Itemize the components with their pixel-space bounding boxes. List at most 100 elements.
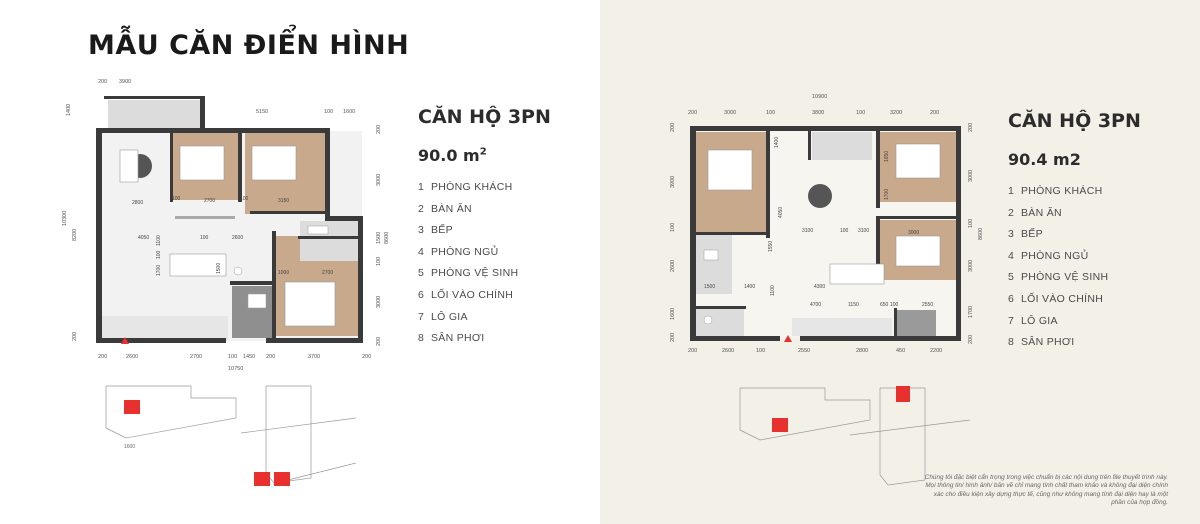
main-entrance-marker-2 xyxy=(784,335,792,342)
dim2-left5: 1600 xyxy=(670,308,676,320)
dim-bot3: 2700 xyxy=(190,354,202,360)
highlight-unit-1a xyxy=(124,400,140,414)
dim-in11: 1700 xyxy=(156,265,162,276)
dim-bot1: 200 xyxy=(98,354,107,360)
dim2-bot1: 200 xyxy=(688,348,697,354)
dim2-in6: 100 xyxy=(840,228,849,234)
dim2-right3: 8600 xyxy=(978,228,984,240)
dim2-in18: 3000 xyxy=(908,230,919,236)
highlight-unit-1c xyxy=(274,472,290,486)
floor-plan-2: 10900 200 3000 100 3800 100 3200 200 200… xyxy=(670,94,984,354)
dim2-bot4: 2550 xyxy=(798,348,810,354)
site-plan-1-note: 1600 xyxy=(124,444,135,450)
unit-1-title: CĂN HỘ 3PN xyxy=(418,106,551,128)
floor-plan-2-inner-dims: 1400 1650 1700 4050 3100 100 3100 1550 1… xyxy=(704,137,933,308)
wc-4-floor xyxy=(694,308,744,338)
site-plan-1: 1600 xyxy=(105,385,357,486)
dim2-top5: 100 xyxy=(856,110,865,116)
dim2-bot2: 2600 xyxy=(722,348,734,354)
dim2-top1: 200 xyxy=(688,110,697,116)
dim-top1: 200 xyxy=(98,79,107,85)
dim2-right6: 1700 xyxy=(968,306,974,318)
dim2-in14: 1150 xyxy=(848,302,859,308)
dim-right2: 3000 xyxy=(376,174,382,186)
dim2-bot7: 2200 xyxy=(930,348,942,354)
left-panel: MẪU CĂN ĐIỂN HÌNH 200 3900 5150 100 1600… xyxy=(62,30,551,486)
floor-plan-2-walls xyxy=(690,126,961,341)
dim-bot4: 100 xyxy=(228,354,237,360)
dim-top3: 5150 xyxy=(256,109,268,115)
dim2-right1: 200 xyxy=(968,123,974,132)
dim-in2: 100 xyxy=(172,196,181,202)
dim-left2: 10300 xyxy=(62,211,68,226)
dim-in7: 100 xyxy=(200,235,209,241)
loggia-2 xyxy=(812,132,872,160)
dim2-in16: 100 xyxy=(890,302,899,308)
dim-in12: 1500 xyxy=(216,263,222,274)
unit-2-title: CĂN HỘ 3PN xyxy=(1008,110,1141,132)
dim2-in9: 1500 xyxy=(704,284,715,290)
dim-top5: 1600 xyxy=(343,109,355,115)
dim-left4: 200 xyxy=(72,332,78,341)
dim2-in17: 2550 xyxy=(922,302,933,308)
dim2-top-total: 10900 xyxy=(812,94,827,100)
floor-plan-1-furniture xyxy=(119,145,336,327)
dim2-in11: 1100 xyxy=(770,285,776,296)
right-panel: 10900 200 3000 100 3800 100 3200 200 200… xyxy=(600,0,1200,524)
floor-plan-1-inner-dims: 2800 100 2700 100 3150 4050 100 2600 110… xyxy=(132,196,333,276)
dim2-in12: 4300 xyxy=(814,284,825,290)
kitchen-counter xyxy=(96,316,228,340)
dim2-in10: 1400 xyxy=(744,284,755,290)
dim-bot5: 1450 xyxy=(243,354,255,360)
dim-bot8: 200 xyxy=(362,354,371,360)
floor-plan-1-walls xyxy=(96,96,363,343)
site-plan-2 xyxy=(739,386,971,486)
dim2-in1: 1400 xyxy=(774,137,780,148)
floor-plan-1-dims: 200 3900 5150 100 1600 1400 10300 8200 2… xyxy=(62,79,390,372)
unit-1-area: 90.0 m2 xyxy=(418,146,487,165)
highlight-unit-2a xyxy=(772,418,788,432)
dim-in5: 3150 xyxy=(278,198,289,204)
dim-in13: 1000 xyxy=(278,270,289,276)
disclaimer-text: Chúng tôi đặc biệt cẩn trọng trong việc … xyxy=(924,474,1168,507)
dim-bot-total: 10750 xyxy=(228,366,243,372)
page-title: MẪU CĂN ĐIỂN HÌNH xyxy=(88,30,410,61)
dim-top4: 100 xyxy=(324,109,333,115)
wc-3-floor xyxy=(694,234,732,294)
dim2-in8: 1550 xyxy=(768,241,774,252)
dim2-left2: 3900 xyxy=(670,176,676,188)
dim-top2: 3900 xyxy=(119,79,131,85)
floor-plan-2-furniture xyxy=(703,143,941,325)
dim2-in2: 1650 xyxy=(884,151,890,162)
floor-plan-1: 200 3900 5150 100 1600 1400 10300 8200 2… xyxy=(62,79,390,372)
dim-in1: 2800 xyxy=(132,200,143,206)
highlight-unit-1b xyxy=(254,472,270,486)
dim2-right5: 3000 xyxy=(968,260,974,272)
dim2-left6: 200 xyxy=(670,333,676,342)
dim-left1: 1400 xyxy=(66,104,72,116)
dim-right7: 200 xyxy=(376,337,382,346)
dim-in6: 4050 xyxy=(138,235,149,241)
dim-in8: 2600 xyxy=(232,235,243,241)
main-entrance-marker xyxy=(121,337,129,344)
dim-in9: 1100 xyxy=(156,235,162,246)
dim-right1: 200 xyxy=(376,125,382,134)
dim-in10: 100 xyxy=(156,250,162,259)
dim-bot2: 2600 xyxy=(126,354,138,360)
highlight-unit-2b xyxy=(896,386,910,402)
dim2-in15: 650 xyxy=(880,302,889,308)
